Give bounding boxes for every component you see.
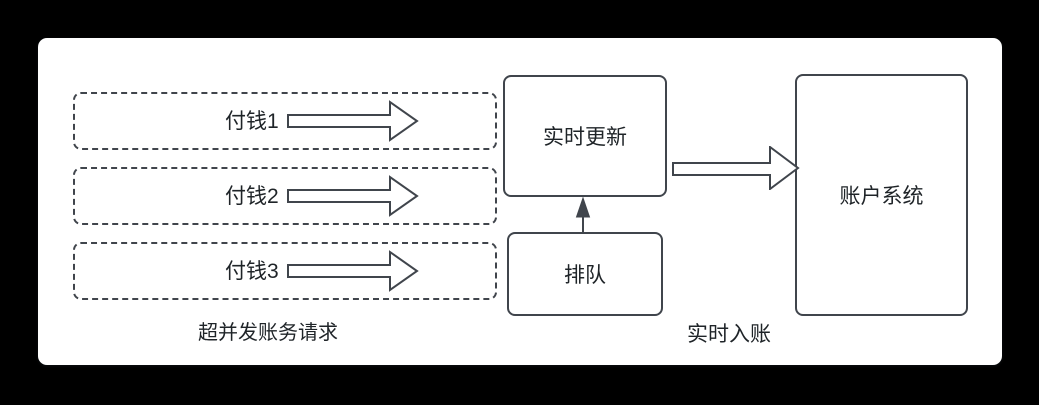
realtime-update-label: 实时更新 <box>543 126 627 149</box>
account-system-node: 账户系统 <box>795 74 968 316</box>
right-block-arrow-icon <box>286 100 419 142</box>
right-block-arrow-icon <box>672 146 800 190</box>
diagram-panel: 付钱1 付钱2 付钱3 超并发账务请求 实时更新 排队 <box>38 38 1002 365</box>
payment-request-row-3: 付钱3 <box>73 242 497 300</box>
up-arrow-icon <box>575 197 591 232</box>
payment-request-1-label: 付钱1 <box>225 109 279 133</box>
payment-request-3-label: 付钱3 <box>225 259 279 283</box>
right-block-arrow-icon <box>286 250 419 292</box>
queue-label: 排队 <box>564 264 606 287</box>
payment-request-row-1: 付钱1 <box>73 92 497 150</box>
right-block-arrow-icon <box>286 175 419 217</box>
realtime-update-node: 实时更新 <box>503 75 667 197</box>
account-system-label: 账户系统 <box>839 185 924 208</box>
realtime-posting-label: 实时入账 <box>687 323 771 346</box>
payment-request-row-2: 付钱2 <box>73 167 497 225</box>
payment-request-2-label: 付钱2 <box>225 184 279 208</box>
request-group-label: 超并发账务请求 <box>198 322 338 344</box>
queue-node: 排队 <box>507 232 663 316</box>
